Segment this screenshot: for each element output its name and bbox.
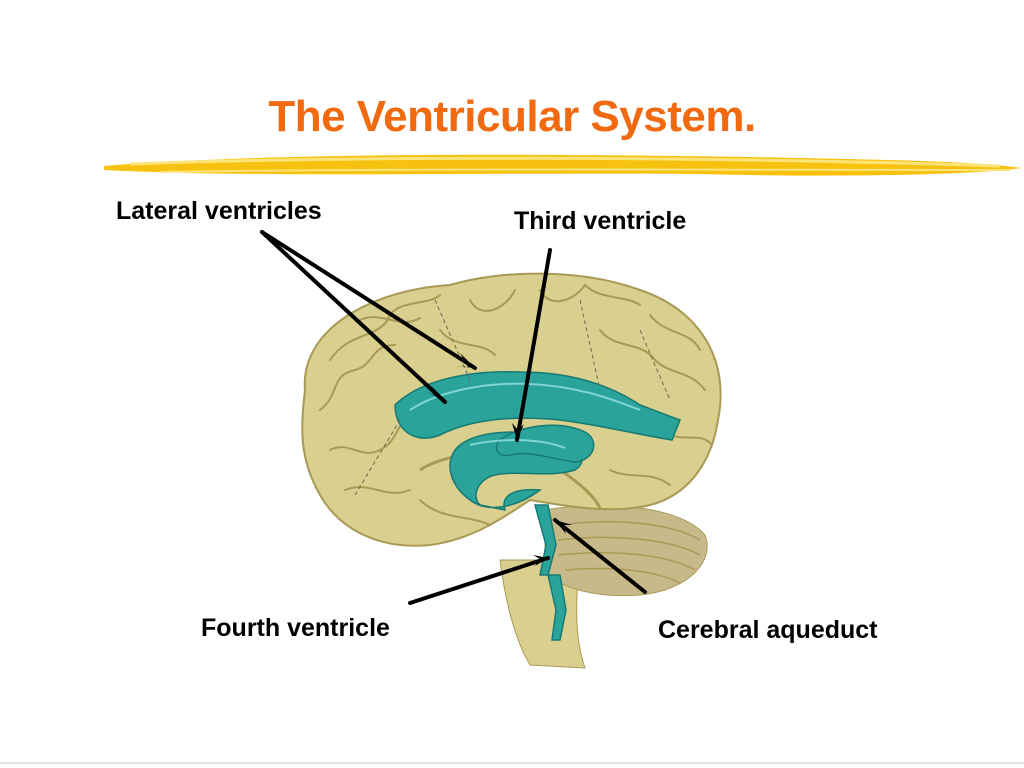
arrow-aqueduct: [553, 518, 647, 594]
label-cerebral-aqueduct: Cerebral aqueduct: [658, 616, 878, 644]
label-lateral-ventricles: Lateral ventricles: [116, 197, 322, 225]
slide-title: The Ventricular System.: [268, 92, 756, 141]
title-underline-brushstroke: [104, 154, 1022, 176]
arrow-fourth: [408, 556, 550, 605]
arrow-lateral-2: [260, 230, 447, 404]
arrow-third: [515, 248, 552, 442]
arrow-lateral-1: [260, 230, 477, 370]
label-fourth-ventricle: Fourth ventricle: [201, 614, 390, 642]
third-ventricle: [495, 424, 595, 463]
footer-divider: [0, 762, 1024, 764]
cerebellum: [544, 504, 708, 597]
label-third-ventricle: Third ventricle: [514, 207, 687, 235]
fourth-ventricle-channel: [547, 574, 567, 641]
